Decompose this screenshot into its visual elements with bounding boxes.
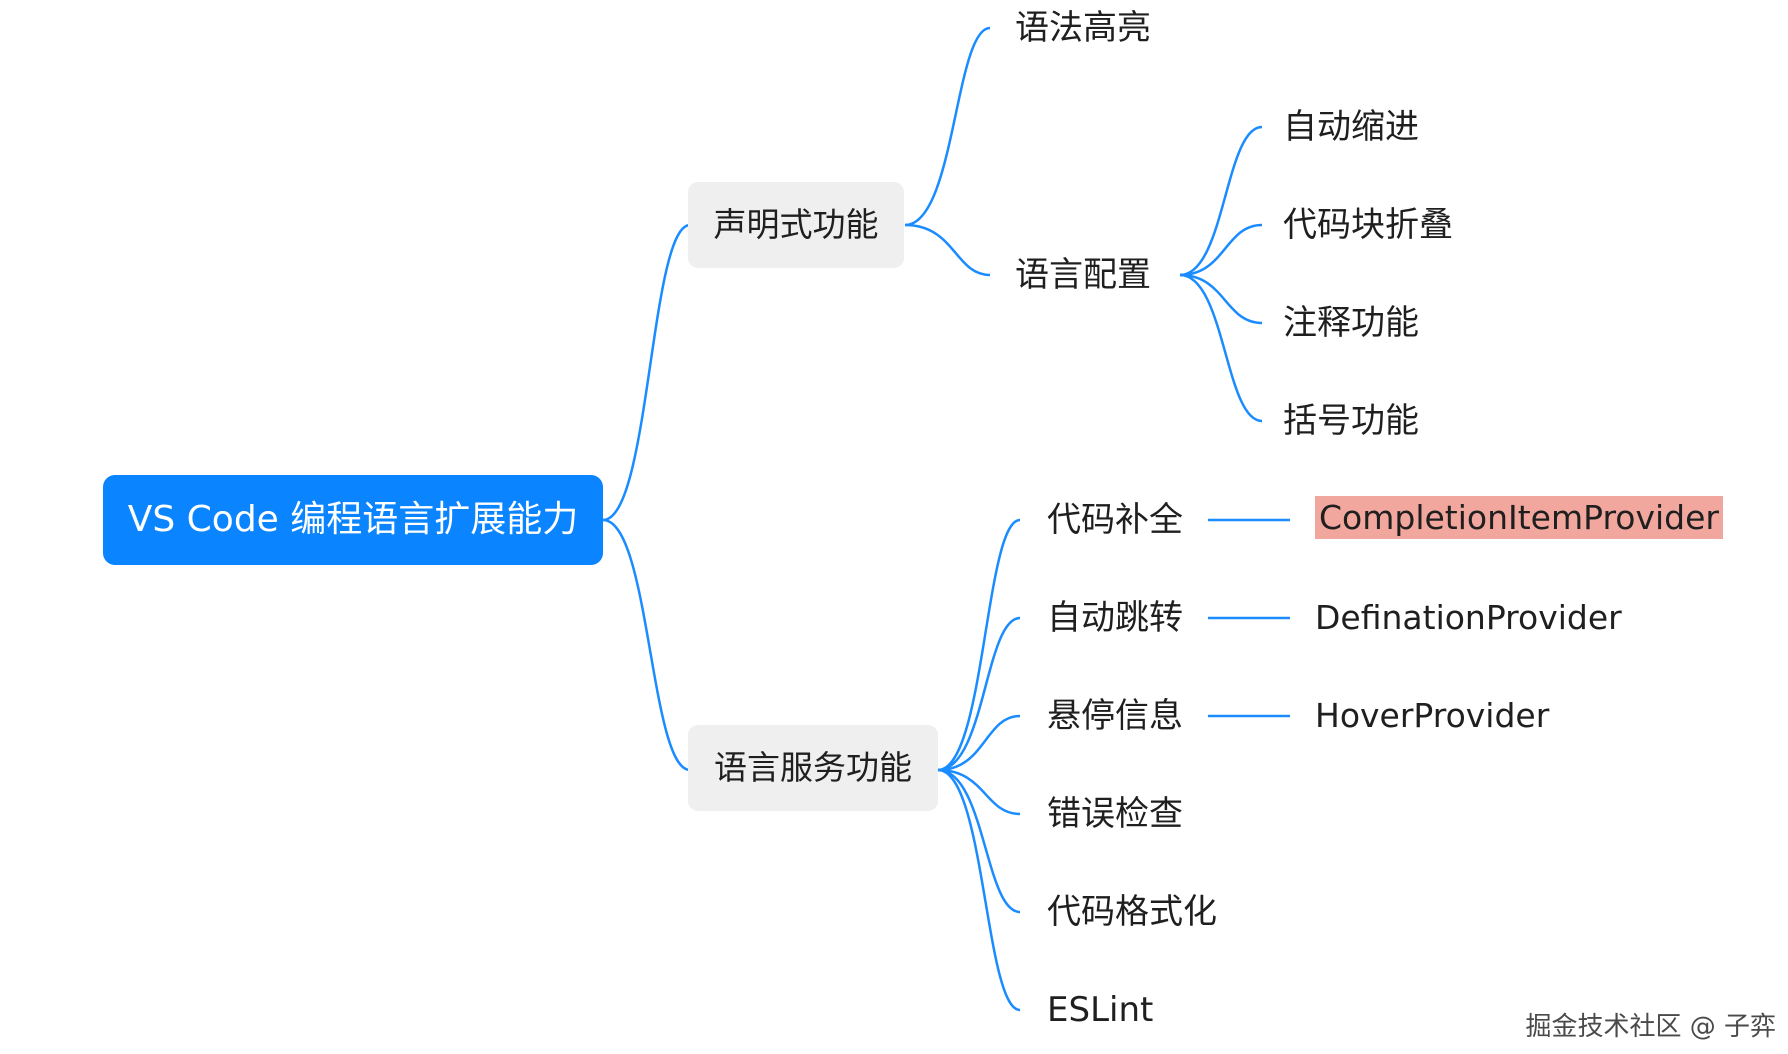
edge-config-indent [1179,125,1263,277]
node-eslint[interactable]: ESLint [1047,990,1153,1030]
edge-root-declarative [602,223,691,522]
edge-service-definition [937,616,1021,772]
node-declarative[interactable]: 声明式功能 [688,182,904,268]
node-error-check-label: 错误检查 [1047,794,1183,834]
edge-service-format [937,768,1021,914]
node-completion-provider[interactable]: CompletionItemProvider [1315,496,1723,539]
node-hover-info-label: 悬停信息 [1047,696,1183,736]
node-definition-provider[interactable]: DefinationProvider [1315,598,1622,638]
node-bracket-label: 括号功能 [1283,401,1419,441]
node-comment-label: 注释功能 [1283,303,1419,343]
node-syntax-highlight-label: 语法高亮 [1015,8,1151,48]
edge-root-service [602,518,691,772]
node-auto-jump[interactable]: 自动跳转 [1047,598,1183,638]
node-declarative-label: 声明式功能 [713,205,879,244]
node-language-service[interactable]: 语言服务功能 [688,725,938,811]
node-auto-jump-label: 自动跳转 [1047,598,1183,638]
node-code-folding-label: 代码块折叠 [1283,205,1453,245]
node-code-format[interactable]: 代码格式化 [1047,892,1217,932]
node-code-folding[interactable]: 代码块折叠 [1283,205,1453,245]
node-syntax-highlight[interactable]: 语法高亮 [1015,8,1151,48]
edge-config-bracket [1179,273,1263,423]
node-code-completion-label: 代码补全 [1047,500,1183,540]
node-completion-provider-label: CompletionItemProvider [1315,496,1723,539]
node-error-check[interactable]: 错误检查 [1047,794,1183,834]
edge-service-hover [937,714,1021,772]
node-hover-provider[interactable]: HoverProvider [1315,696,1549,736]
node-code-completion[interactable]: 代码补全 [1047,500,1183,540]
root-node[interactable]: VS Code 编程语言扩展能力 [103,475,603,565]
node-code-format-label: 代码格式化 [1047,892,1217,932]
edge-service-diagnostics [937,768,1021,816]
node-auto-indent-label: 自动缩进 [1283,107,1419,147]
edge-config-folding [1179,223,1263,277]
node-auto-indent[interactable]: 自动缩进 [1283,107,1419,147]
root-label: VS Code 编程语言扩展能力 [127,499,579,540]
node-hover-provider-label: HoverProvider [1315,696,1550,735]
edge-service-eslint [937,768,1021,1012]
node-language-config[interactable]: 语言配置 [1015,255,1151,295]
node-language-config-label: 语言配置 [1015,255,1151,295]
node-hover-info[interactable]: 悬停信息 [1047,696,1183,736]
edge-config-comment [1179,273,1263,325]
node-bracket[interactable]: 括号功能 [1283,401,1419,441]
edge-service-completion [937,518,1021,772]
edge-declarative-syntax [904,26,991,227]
watermark: 掘金技术社区 @ 子弈 [1525,1012,1776,1042]
node-comment[interactable]: 注释功能 [1283,303,1419,343]
node-language-service-label: 语言服务功能 [714,748,912,787]
node-eslint-label: ESLint [1047,990,1154,1030]
node-definition-provider-label: DefinationProvider [1315,598,1622,637]
edge-declarative-config [904,223,991,277]
